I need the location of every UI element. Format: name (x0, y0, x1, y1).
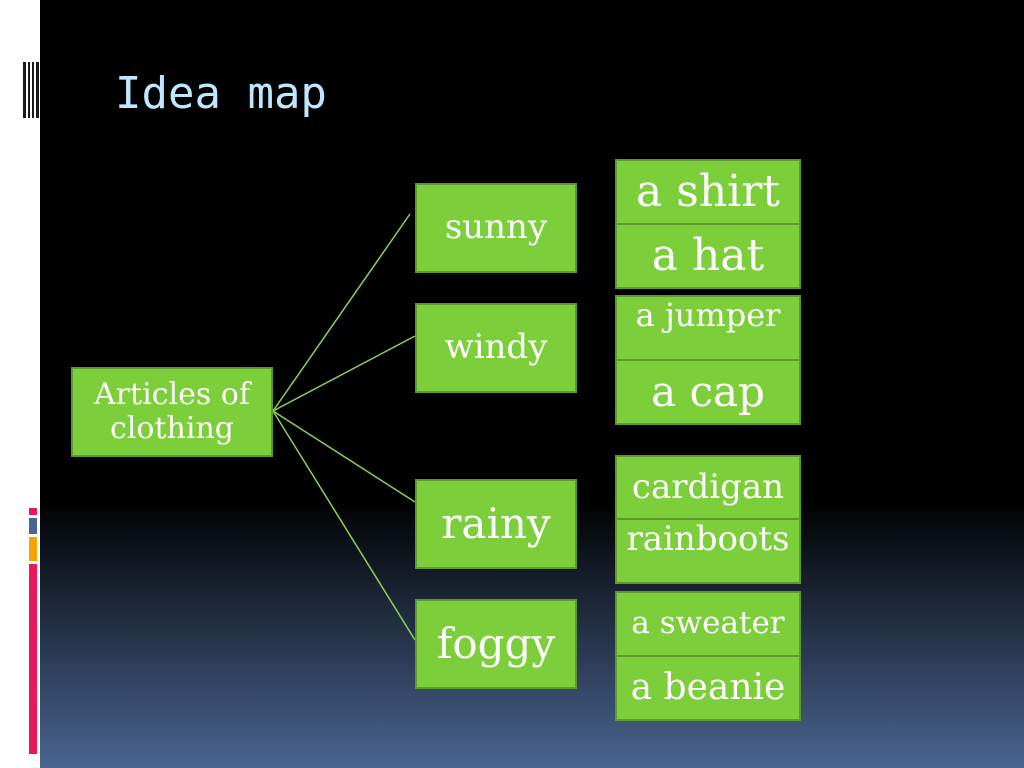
accent-bar-4 (29, 564, 37, 754)
root-node: Articles of clothing (71, 367, 273, 457)
item-node-a-cap: a cap (615, 359, 801, 425)
item-node-a-jumper: a jumper (615, 295, 801, 361)
category-node-foggy: foggy (415, 599, 577, 689)
connector-rainy (272, 410, 416, 503)
slide-title: Idea map (115, 68, 327, 119)
title-decoration-bars (23, 62, 39, 118)
item-node-a-shirt: a shirt (615, 159, 801, 225)
category-node-sunny: sunny (415, 183, 577, 273)
accent-bar-3 (29, 537, 37, 561)
accent-bar-1 (29, 508, 37, 515)
accent-bar-2 (29, 518, 37, 534)
item-node-a-hat: a hat (615, 223, 801, 289)
item-node-a-beanie: a beanie (615, 655, 801, 721)
connector-windy (272, 335, 416, 412)
connector-foggy (272, 410, 416, 641)
item-node-a-sweater: a sweater (615, 591, 801, 657)
connector-sunny (272, 213, 411, 412)
category-node-rainy: rainy (415, 479, 577, 569)
category-node-windy: windy (415, 303, 577, 393)
item-node-cardigan: cardigan (615, 455, 801, 521)
item-node-rainboots: rainboots (615, 518, 801, 584)
